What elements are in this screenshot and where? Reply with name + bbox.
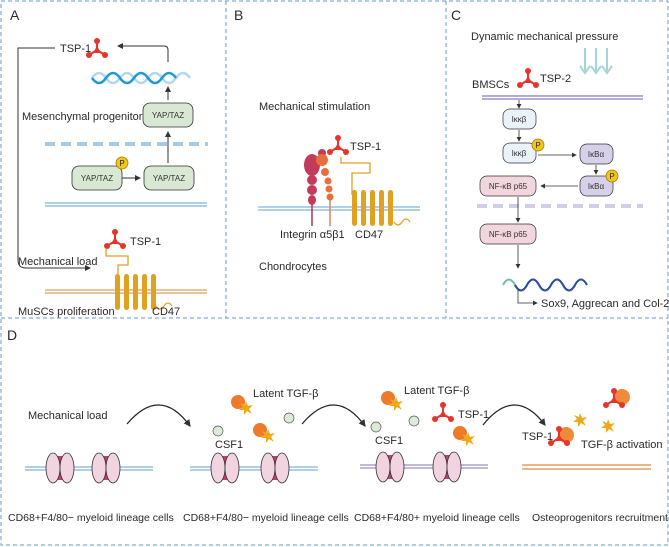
- tsp1-bottom-icon: [103, 228, 127, 250]
- tsp1-label-b: TSP-1: [350, 141, 381, 153]
- receptor-channel: [45, 452, 75, 484]
- phospho-icon: [115, 156, 129, 170]
- cd47-receptor-b: [352, 190, 393, 226]
- svg-text:Iκκβ: Iκκβ: [512, 115, 527, 124]
- ikkb-box-1: [502, 108, 537, 130]
- integrin-label: Integrin α5β1: [280, 229, 345, 241]
- panel-d-letter: D: [7, 327, 17, 343]
- svg-text:P: P: [535, 141, 540, 150]
- svg-text:P: P: [609, 172, 614, 181]
- panel-b: B Mechanical stimulation TSP-1 Integrin …: [234, 7, 420, 273]
- yap-taz-active-label: YAP/TAZ: [153, 174, 185, 183]
- ikba-box-2: [579, 175, 614, 197]
- caption-cell-2: CD68+F4/80− myeloid lineage cells: [183, 512, 349, 524]
- integrin-alpha: [304, 149, 326, 226]
- svg-text:P: P: [119, 159, 124, 168]
- svg-text:NF-κB p65: NF-κB p65: [489, 230, 528, 239]
- receptor-channel: [260, 452, 290, 484]
- ikba-box-1: [579, 143, 614, 165]
- feedback-loop-arrow: [17, 47, 91, 271]
- step-arrow-1: [126, 404, 191, 427]
- tsp1-label-d-right: TSP-1: [522, 431, 553, 443]
- yap-taz-nuclear-box: [142, 102, 194, 128]
- active-tgfb-icon: [573, 413, 587, 427]
- latent-tgfb-icon: [453, 426, 467, 440]
- latent-tgfb-icon: [381, 391, 395, 405]
- latent-tgfb-icon: [253, 423, 267, 437]
- tsp1-label-d-mid: TSP-1: [458, 409, 489, 421]
- pressure-label: Dynamic mechanical pressure: [471, 31, 618, 43]
- panel-c: C Dynamic mechanical pressure BMSCs TSP-…: [451, 7, 669, 310]
- mech-stim-label: Mechanical stimulation: [259, 101, 370, 113]
- svg-text:NF-κB p65: NF-κB p65: [489, 182, 528, 191]
- nfkb-box-1: [479, 175, 537, 197]
- caption-cell-3: CD68+F4/80+ myeloid lineage cells: [354, 512, 520, 524]
- step-arrow-3: [482, 404, 546, 426]
- cd47-label-b: CD47: [355, 229, 383, 241]
- chondrocytes-label: Chondrocytes: [259, 261, 327, 273]
- csf1-icon: [408, 415, 420, 427]
- svg-text:Iκκβ: Iκκβ: [512, 149, 527, 158]
- mech-load-label-d: Mechanical load: [28, 410, 108, 422]
- dna-c-dark: [514, 278, 588, 292]
- csf1-icon: [370, 421, 382, 433]
- tsp2-icon: [516, 67, 540, 89]
- bmscs-label: BMSCs: [472, 79, 510, 91]
- dna-strand-dark: [90, 71, 178, 85]
- receptor-channel: [91, 452, 121, 484]
- cd47-label-a: CD47: [152, 306, 180, 318]
- receptor-channel: [432, 451, 462, 483]
- integrin-beta: [316, 154, 334, 226]
- caption-cell-1: CD68+F4/80− myeloid lineage cells: [8, 512, 174, 524]
- yap-taz-active-box: [143, 165, 195, 191]
- panel-d: D Mechanical load Latent TGF-β CSF1 Late…: [7, 327, 668, 524]
- mech-load-label-a: Mechanical load: [18, 256, 98, 268]
- latent-tgfb-label-2: Latent TGF-β: [404, 385, 469, 397]
- latent-tgfb-icon: [231, 395, 245, 409]
- caption-cell-4: Osteoprogenitors recruitment: [532, 512, 668, 524]
- receptor-channel: [210, 452, 240, 484]
- panel-b-letter: B: [234, 7, 243, 23]
- svg-text:IκBα: IκBα: [588, 150, 605, 159]
- panel-a: A TSP-1 Mesenchymal progenitors YAP/TAZ …: [10, 7, 208, 318]
- step-arrow-2: [301, 404, 366, 427]
- transcription-arrow: [117, 43, 169, 62]
- tgfb-activation-label: TGF-β activation: [581, 439, 663, 451]
- yap-taz-nuclear-label: YAP/TAZ: [152, 111, 184, 120]
- receptor-channel: [375, 451, 405, 483]
- panel-c-letter: C: [451, 7, 461, 23]
- latent-tgfb-label-1: Latent TGF-β: [253, 388, 318, 400]
- tsp1-bottom-label: TSP-1: [130, 236, 161, 248]
- yap-taz-phospho-label: YAP/TAZ: [81, 174, 113, 183]
- nfkb-box-2: [479, 223, 537, 245]
- csf1-label-1: CSF1: [215, 439, 243, 451]
- svg-text:IκBα: IκBα: [588, 182, 605, 191]
- csf1-icon: [283, 412, 295, 424]
- tsp1-icon-d: [431, 401, 455, 423]
- phospho-icon-ikkb: [531, 138, 545, 152]
- tsp1-icon-b: [326, 134, 350, 156]
- dna-strand-light: [90, 71, 192, 85]
- ikkb-box-2: [502, 142, 537, 164]
- pressure-arrows: [579, 48, 613, 75]
- tsp1-top-label: TSP-1: [60, 43, 91, 55]
- tsp2-label: TSP-2: [540, 73, 571, 85]
- cd47-receptor-a: [115, 274, 156, 310]
- active-tgfb-icon: [601, 419, 615, 433]
- mesenchymal-label: Mesenchymal progenitors: [22, 111, 148, 123]
- csf1-icon: [212, 425, 224, 437]
- panel-a-letter: A: [10, 7, 20, 23]
- phospho-icon-ikba: [605, 169, 619, 183]
- muscs-label: MuSCs proliferation: [18, 306, 115, 318]
- csf1-label-2: CSF1: [375, 435, 403, 447]
- genes-label: Sox9, Aggrecan and Col-2: [541, 298, 669, 310]
